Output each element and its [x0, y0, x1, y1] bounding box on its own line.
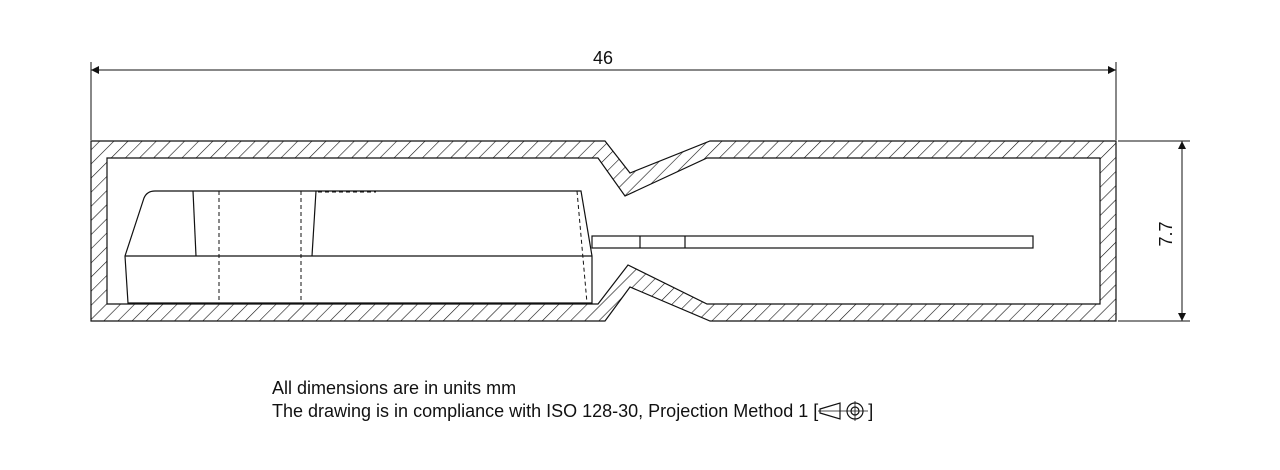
connector-housing-wall [90, 140, 1117, 322]
compliance-close: ] [868, 401, 874, 421]
length-dimension-label: 46 [593, 48, 613, 68]
extension-lines [90, 62, 1190, 322]
compliance-note: The drawing is in compliance with ISO 12… [272, 400, 873, 423]
drawing-notes: All dimensions are in units mm The drawi… [272, 377, 873, 423]
height-dimension-label: 7.7 [1156, 221, 1176, 246]
crimp-sleeve [124, 190, 593, 304]
first-angle-projection-icon [818, 401, 869, 421]
contact-pin [591, 235, 1034, 249]
hidden-lines [218, 190, 588, 304]
units-note: All dimensions are in units mm [272, 378, 517, 398]
compliance-text: The drawing is in compliance with ISO 12… [272, 401, 819, 421]
